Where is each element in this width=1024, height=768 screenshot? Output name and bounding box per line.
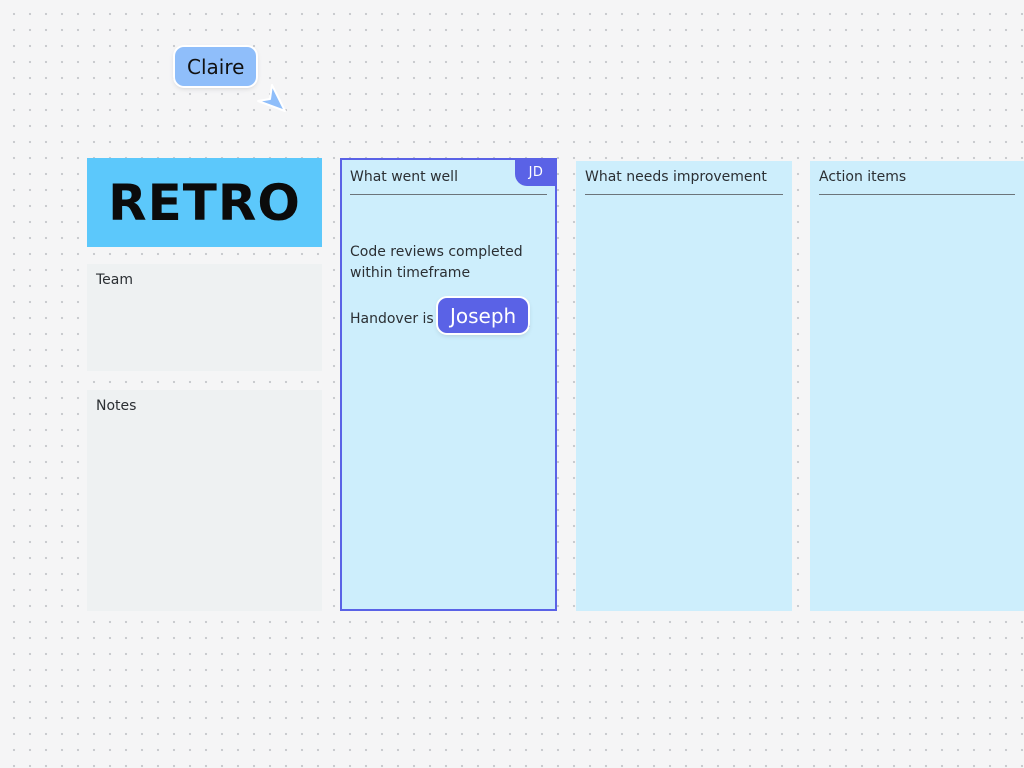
column-action-items[interactable]: Action items — [810, 161, 1024, 611]
column-header: What needs improvement — [585, 169, 783, 195]
board-title: RETRO — [108, 173, 301, 232]
notes-label: Notes — [96, 398, 137, 414]
pointer-arrow-icon — [257, 84, 286, 112]
column-header: Action items — [819, 169, 1015, 195]
column-what-went-well[interactable]: What went well JD Code reviews completed… — [340, 158, 557, 611]
notes-panel[interactable]: Notes — [87, 390, 322, 611]
team-panel[interactable]: Team — [87, 264, 322, 371]
column-what-needs-improvement[interactable]: What needs improvement — [576, 161, 792, 611]
text-caret — [528, 309, 531, 327]
collaborator-tag: JD — [515, 158, 557, 186]
team-label: Team — [96, 272, 134, 288]
column-header: What went well — [350, 169, 547, 195]
retro-title-block[interactable]: RETRO — [87, 158, 322, 247]
cursor-label-claire: Claire — [175, 47, 257, 86]
cursor-label-joseph: Joseph — [438, 298, 529, 333]
list-item: Code reviews completed within timeframe — [350, 244, 523, 281]
